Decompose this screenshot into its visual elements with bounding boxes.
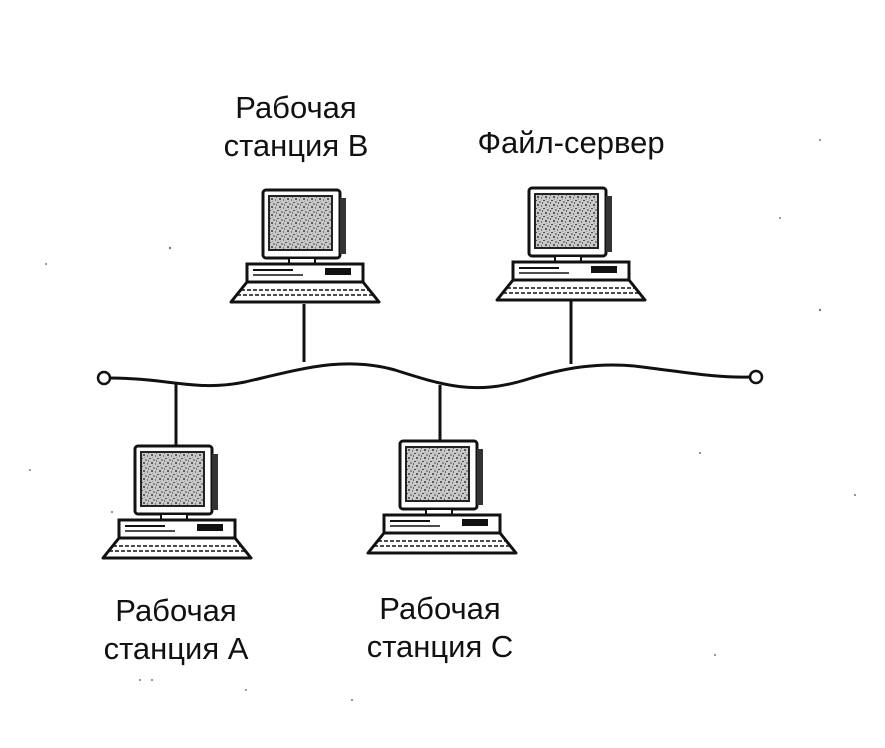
workstation-c-label-line2: станция С	[366, 629, 514, 664]
workstation-b-computer-icon	[229, 188, 381, 304]
workstation-b-label-line1: Рабочая	[235, 90, 357, 125]
terminator-left	[96, 370, 112, 386]
workstation-b-label-line2: станция В	[223, 128, 369, 163]
workstation-a-label-line2: станция А	[103, 631, 249, 666]
scan-specks	[29, 139, 856, 701]
workstation-a-label-line1: Рабочая	[115, 593, 237, 628]
workstation-c-label: Рабочая станция С	[340, 590, 540, 666]
file-server-computer-icon	[495, 186, 647, 302]
workstation-b-label: Рабочая станция В	[196, 89, 396, 165]
workstation-a-computer-icon	[101, 444, 253, 560]
file-server-label-text: Файл-сервер	[477, 125, 665, 160]
workstation-c-computer-icon	[366, 439, 518, 555]
workstation-c-label-line1: Рабочая	[379, 591, 501, 626]
workstation-a-label: Рабочая станция А	[76, 592, 276, 668]
terminator-right	[748, 369, 764, 385]
bus-cable	[107, 362, 751, 390]
file-server-label: Файл-сервер	[446, 124, 696, 162]
